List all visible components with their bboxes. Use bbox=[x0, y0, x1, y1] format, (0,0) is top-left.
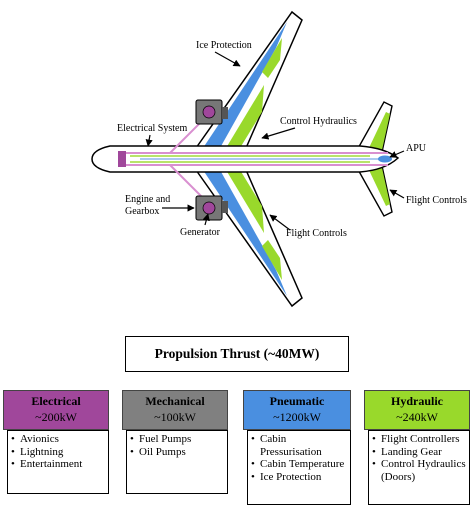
aircraft-diagram: Ice Protection Control Hydraulics Electr… bbox=[91, 10, 467, 308]
list-item: Entertainment bbox=[11, 458, 105, 471]
system-name: Mechanical bbox=[145, 394, 205, 408]
system-power: ~100kW bbox=[154, 410, 196, 424]
system-hydraulic: Hydraulic ~240kW Flight Controllers Land… bbox=[364, 390, 470, 505]
system-name: Pneumatic bbox=[269, 394, 325, 408]
system-pneumatic: Pneumatic ~1200kW Cabin Pressurisation C… bbox=[243, 390, 351, 505]
label-apu: APU bbox=[406, 143, 427, 154]
label-engine-gearbox-line1: Engine and bbox=[125, 194, 170, 205]
label-electrical-system: Electrical System bbox=[117, 123, 187, 134]
list-item: Control Hydraulics (Doors) bbox=[372, 458, 466, 483]
system-electrical: Electrical ~200kW Avionics Lightning Ent… bbox=[3, 390, 109, 505]
cockpit-electrical-block bbox=[118, 151, 126, 167]
apu-unit bbox=[378, 155, 392, 163]
system-pneumatic-items: Cabin Pressurisation Cabin Temperature I… bbox=[247, 430, 351, 505]
system-mechanical: Mechanical ~100kW Fuel Pumps Oil Pumps bbox=[122, 390, 228, 505]
system-name: Hydraulic bbox=[390, 394, 443, 408]
label-generator: Generator bbox=[180, 227, 221, 238]
list-item: Ice Protection bbox=[251, 471, 347, 484]
system-name: Electrical bbox=[31, 394, 81, 408]
label-flight-controls-wing: Flight Controls bbox=[286, 228, 347, 239]
list-item: Fuel Pumps bbox=[130, 433, 224, 446]
list-item: Avionics bbox=[11, 433, 105, 446]
system-power: ~200kW bbox=[35, 410, 77, 424]
system-mechanical-header: Mechanical ~100kW bbox=[122, 390, 228, 430]
list-item: Lightning bbox=[11, 446, 105, 459]
system-pneumatic-header: Pneumatic ~1200kW bbox=[243, 390, 351, 430]
system-mechanical-items: Fuel Pumps Oil Pumps bbox=[126, 430, 228, 494]
system-power: ~240kW bbox=[396, 410, 438, 424]
list-item: Flight Controllers bbox=[372, 433, 466, 446]
system-electrical-header: Electrical ~200kW bbox=[3, 390, 109, 430]
label-engine-gearbox-line2: Gearbox bbox=[125, 206, 159, 217]
label-ice-protection: Ice Protection bbox=[196, 40, 252, 51]
propulsion-thrust-box: Propulsion Thrust (~40MW) bbox=[125, 336, 349, 372]
system-power: ~1200kW bbox=[273, 410, 321, 424]
list-item: Oil Pumps bbox=[130, 446, 224, 459]
list-item: Cabin Temperature bbox=[251, 458, 347, 471]
system-hydraulic-items: Flight Controllers Landing Gear Control … bbox=[368, 430, 470, 505]
lower-engine bbox=[195, 195, 228, 221]
system-electrical-items: Avionics Lightning Entertainment bbox=[7, 430, 109, 494]
list-item: Landing Gear bbox=[372, 446, 466, 459]
upper-wing bbox=[194, 10, 303, 149]
upper-engine bbox=[195, 99, 228, 125]
list-item: Cabin Pressurisation bbox=[251, 433, 347, 458]
system-hydraulic-header: Hydraulic ~240kW bbox=[364, 390, 470, 430]
horizontal-stabilizers bbox=[354, 101, 393, 217]
label-control-hydraulics: Control Hydraulics bbox=[280, 116, 357, 127]
label-flight-controls-tail: Flight Controls bbox=[406, 195, 467, 206]
propulsion-thrust-label: Propulsion Thrust (~40MW) bbox=[154, 346, 320, 361]
